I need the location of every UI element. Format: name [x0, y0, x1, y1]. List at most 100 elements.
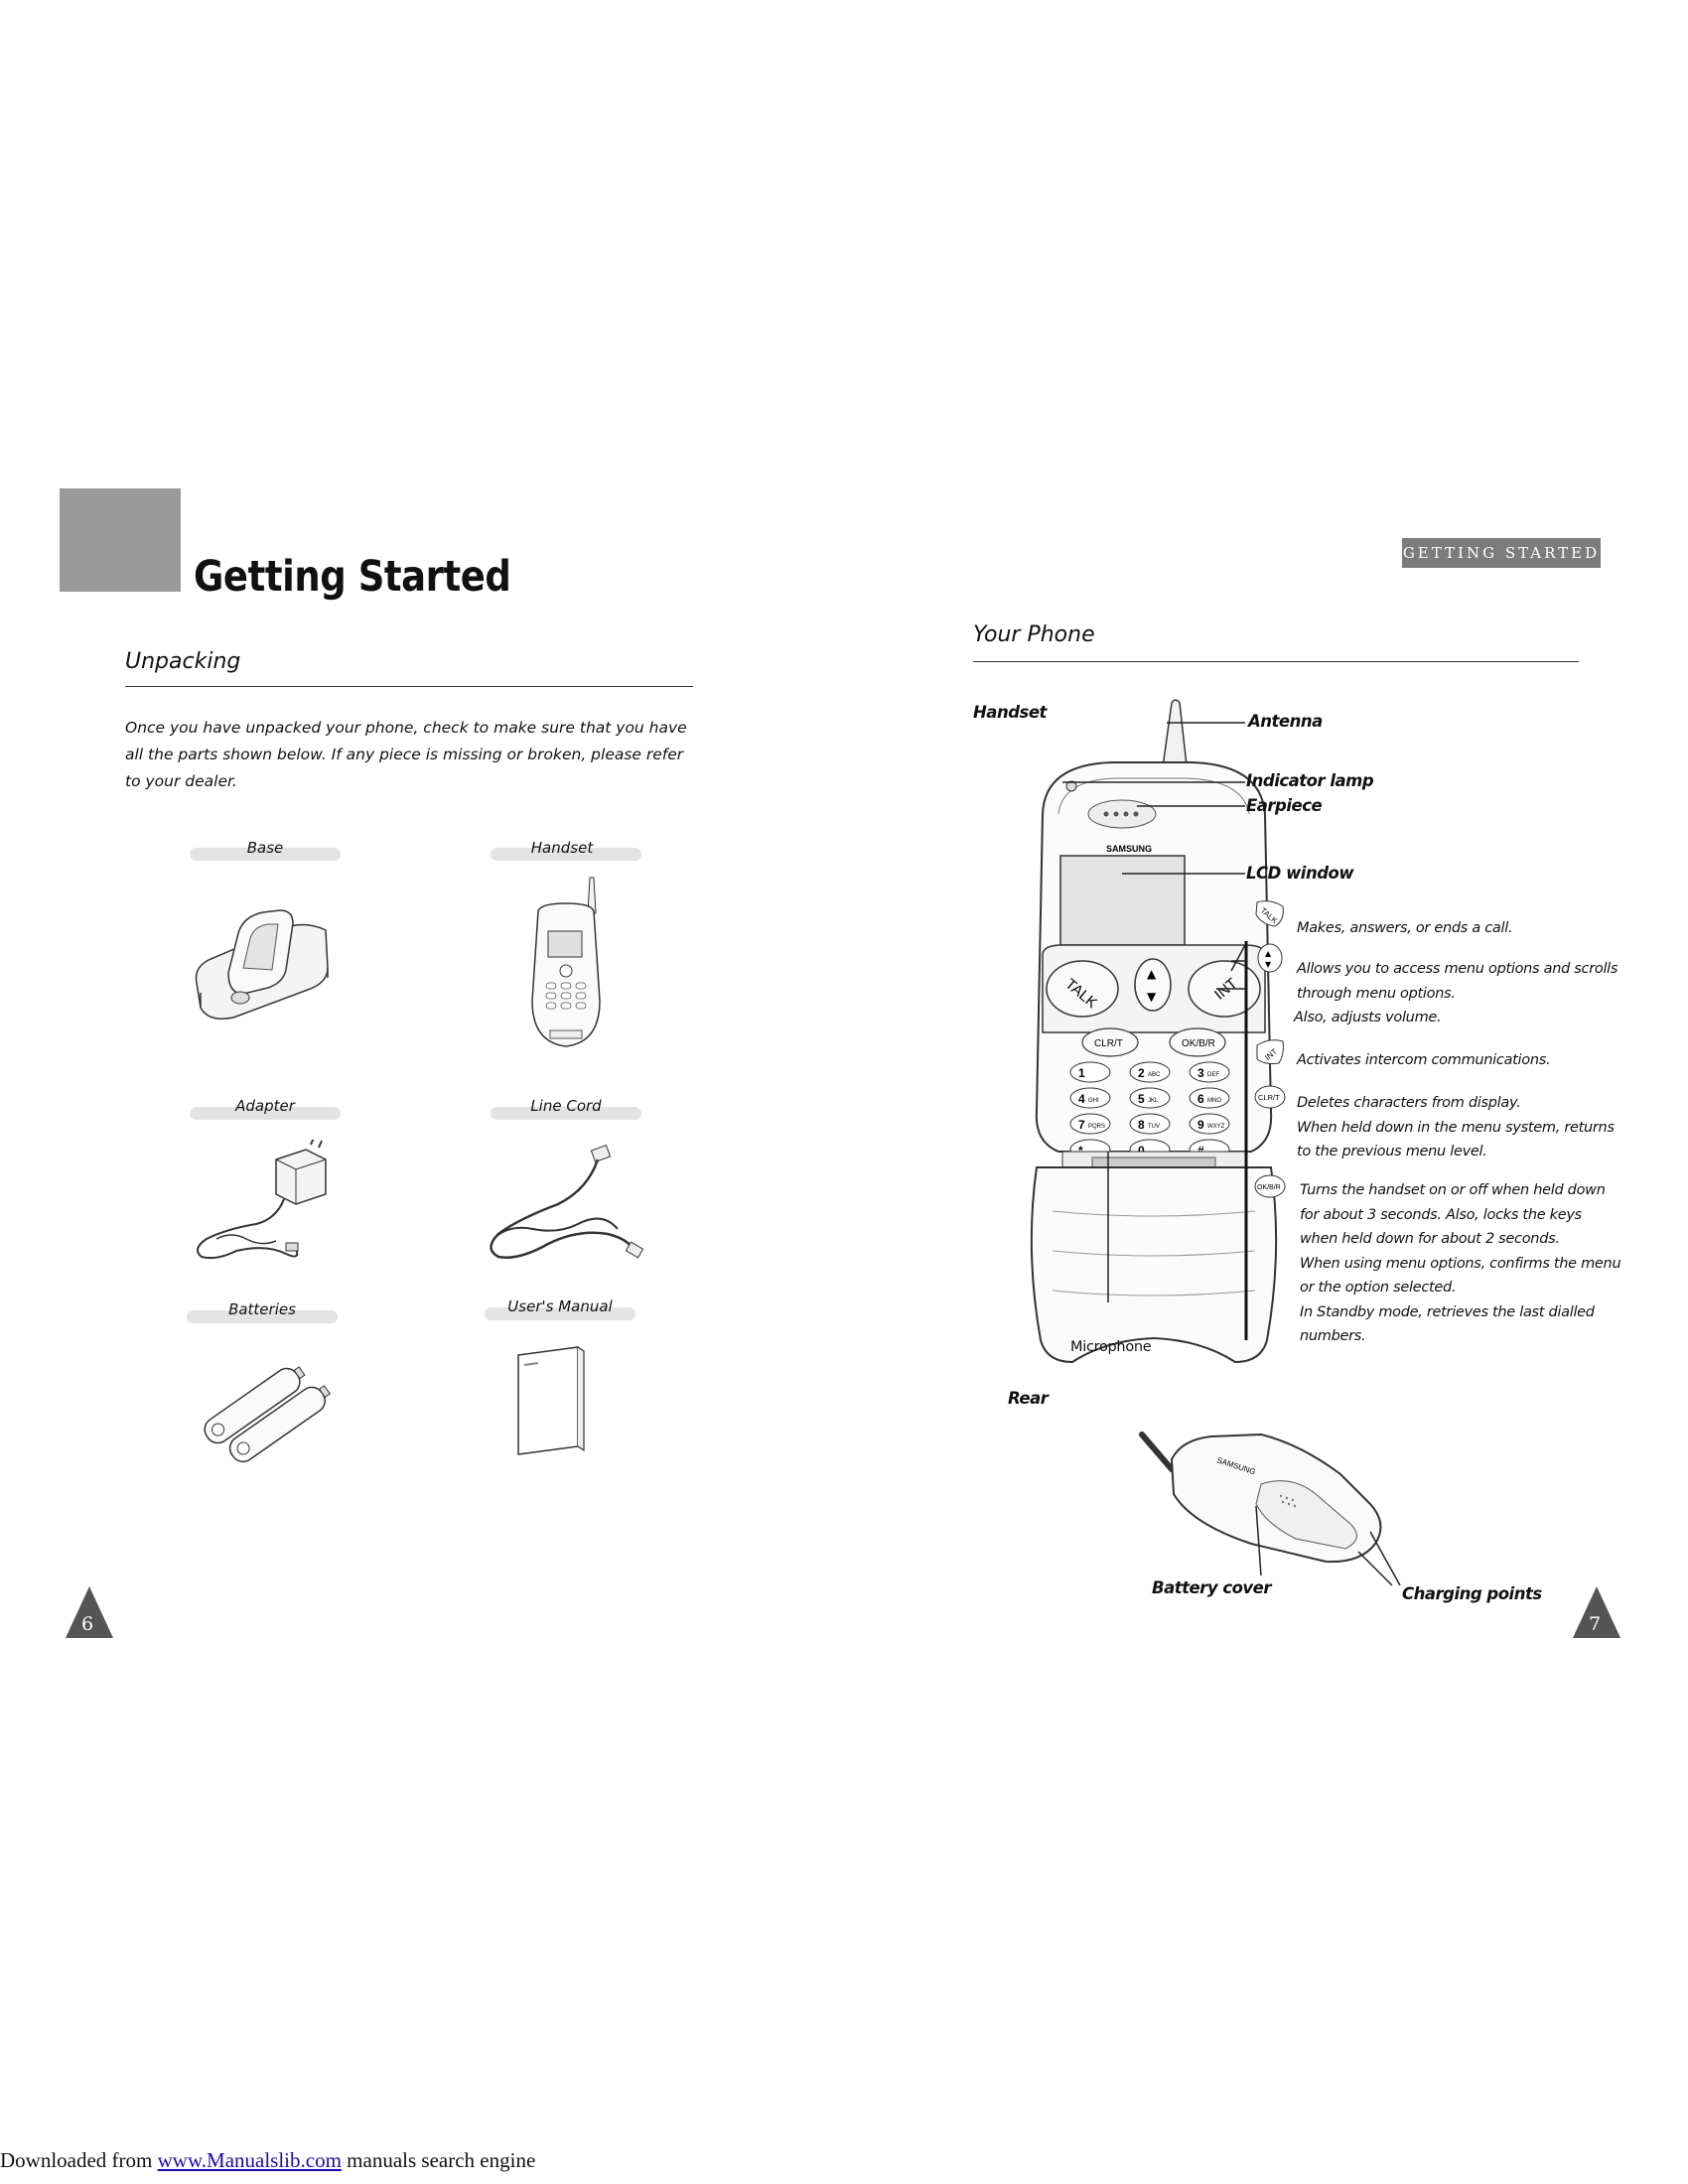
keypad-key — [1069, 1061, 1111, 1083]
phone-rear-illustration: SAMSUNG — [1139, 1432, 1401, 1586]
keypad-key-letters: GHI — [1088, 1098, 1099, 1104]
description-line: when held down for about 2 seconds. — [1300, 1231, 1560, 1247]
adapter-illustration — [197, 1140, 327, 1260]
callout-lines — [1062, 722, 1248, 1340]
talk-key-icon: TALK — [1255, 900, 1284, 927]
batteries-illustration — [204, 1366, 331, 1463]
navigation-key-description: Allows you to access menu options and sc… — [1294, 957, 1618, 1030]
manual-illustration — [517, 1346, 585, 1455]
label-pill — [190, 848, 341, 861]
keypad-key-letters: JKL — [1148, 1098, 1159, 1104]
section-rule — [973, 661, 1579, 662]
download-footer: Downloaded from www.Manualslib.com manua… — [0, 2148, 535, 2173]
callout-antenna: Antenna — [1248, 712, 1323, 731]
section-title-unpacking: Unpacking — [125, 649, 241, 674]
keypad-key-letters: ABC — [1148, 1072, 1161, 1078]
section-rule — [125, 686, 693, 687]
keypad-key-digit: 1 — [1078, 1066, 1085, 1080]
keypad-key-digit: 6 — [1197, 1092, 1204, 1106]
footer-suffix: manuals search engine — [341, 2148, 536, 2172]
callout-battery-cover: Battery cover — [1152, 1578, 1272, 1597]
intro-line: to your dealer. — [125, 772, 237, 790]
callout-earpiece: Earpiece — [1246, 796, 1323, 815]
description-line: When using menu options, confirms the me… — [1300, 1255, 1621, 1272]
keypad-key-digit: 8 — [1138, 1118, 1145, 1132]
running-header: GETTING STARTED — [1402, 538, 1601, 568]
chapter-marker-block — [60, 488, 181, 592]
description-line: Makes, answers, or ends a call. — [1297, 920, 1513, 936]
label-pill — [491, 1107, 641, 1120]
keypad-key — [1189, 1061, 1230, 1083]
keypad-key — [1189, 1087, 1230, 1109]
page-number-right: 7 — [1589, 1613, 1602, 1635]
description-line: or the option selected. — [1300, 1280, 1457, 1296]
keypad-key-letters: WXYZ — [1207, 1124, 1225, 1130]
keypad-key-digit: 2 — [1138, 1066, 1145, 1080]
intro-line: Once you have unpacked your phone, check… — [125, 719, 687, 737]
page-number-marker — [1573, 1586, 1620, 1638]
part-label-adapter: Adapter — [235, 1097, 295, 1115]
keypad-key — [1129, 1087, 1171, 1109]
callout-charging-points: Charging points — [1402, 1584, 1542, 1603]
label-pill — [485, 1307, 635, 1320]
line-cord-illustration — [490, 1144, 644, 1259]
keypad-key-digit: # — [1197, 1144, 1204, 1158]
keypad-key-digit: 4 — [1078, 1092, 1085, 1106]
keypad-key-digit: 3 — [1197, 1066, 1204, 1080]
label-pill — [190, 1107, 341, 1120]
description-line: Turns the handset on or off when held do… — [1300, 1182, 1606, 1198]
intro-paragraph: Once you have unpacked your phone, check… — [125, 715, 701, 795]
description-line: When held down in the menu system, retur… — [1297, 1119, 1615, 1136]
keypad-key-digit: 7 — [1078, 1118, 1085, 1132]
clr-key-icon: CLR/T — [1254, 1085, 1286, 1109]
description-line: Deletes characters from display. — [1297, 1095, 1521, 1111]
description-line: Also, adjusts volume. — [1294, 1010, 1442, 1025]
description-line: Activates intercom communications. — [1297, 1052, 1551, 1068]
keypad-key-digit: 0 — [1138, 1144, 1145, 1158]
part-label-line-cord: Line Cord — [530, 1097, 602, 1115]
page-number-left: 6 — [81, 1613, 94, 1635]
keypad-key-digit: 9 — [1197, 1118, 1204, 1132]
keypad-key — [1189, 1113, 1230, 1135]
svg-text:OK/B/R: OK/B/R — [1257, 1184, 1281, 1191]
ok-key-icon: OK/B/R — [1254, 1174, 1286, 1198]
clr-key-description: Deletes characters from display. When he… — [1297, 1091, 1615, 1164]
page-number-marker — [66, 1586, 113, 1638]
keypad-key-letters: TUV — [1148, 1124, 1160, 1130]
label-pill — [491, 848, 641, 861]
clr-key-text: CLR/T — [1094, 1038, 1123, 1049]
keypad-key — [1069, 1087, 1111, 1109]
part-label-base: Base — [246, 839, 284, 857]
manualslib-link[interactable]: www.Manualslib.com — [157, 2148, 342, 2172]
part-label-batteries: Batteries — [228, 1300, 296, 1318]
description-line: In Standby mode, retrieves the last dial… — [1300, 1303, 1595, 1320]
keypad-key-letters: DEF — [1207, 1072, 1219, 1078]
part-label-manual: User's Manual — [507, 1297, 613, 1315]
description-line: Allows you to access menu options and sc… — [1297, 961, 1618, 977]
base-illustration — [195, 909, 329, 1020]
ok-key-description: Turns the handset on or off when held do… — [1300, 1178, 1621, 1349]
part-label-handset: Handset — [530, 839, 594, 857]
ok-key-text: OK/B/R — [1182, 1038, 1215, 1049]
callout-microphone: Microphone — [1070, 1339, 1152, 1355]
talk-key-description: Makes, answers, or ends a call. — [1297, 916, 1513, 941]
callout-indicator-lamp: Indicator lamp — [1246, 771, 1374, 790]
brand-text: SAMSUNG — [1106, 844, 1152, 854]
int-key-icon: INT — [1256, 1039, 1284, 1064]
keypad-key — [1129, 1061, 1171, 1083]
handset-heading: Handset — [973, 703, 1047, 722]
keypad-key-digit: * — [1078, 1144, 1083, 1158]
chapter-title: Getting Started — [194, 552, 511, 602]
callout-lcd-window: LCD window — [1246, 864, 1354, 883]
svg-text:▼: ▼ — [1147, 990, 1157, 1004]
keypad-key-letters: PQRS — [1088, 1124, 1105, 1130]
description-line: through menu options. — [1297, 985, 1456, 1002]
rear-heading: Rear — [1008, 1389, 1049, 1408]
section-title-your-phone: Your Phone — [973, 622, 1095, 647]
svg-text:▲: ▲ — [1265, 949, 1272, 958]
keypad-key — [1069, 1113, 1111, 1135]
description-line: numbers. — [1300, 1328, 1366, 1344]
footer-prefix: Downloaded from — [0, 2148, 158, 2172]
keypad-key — [1129, 1113, 1171, 1135]
